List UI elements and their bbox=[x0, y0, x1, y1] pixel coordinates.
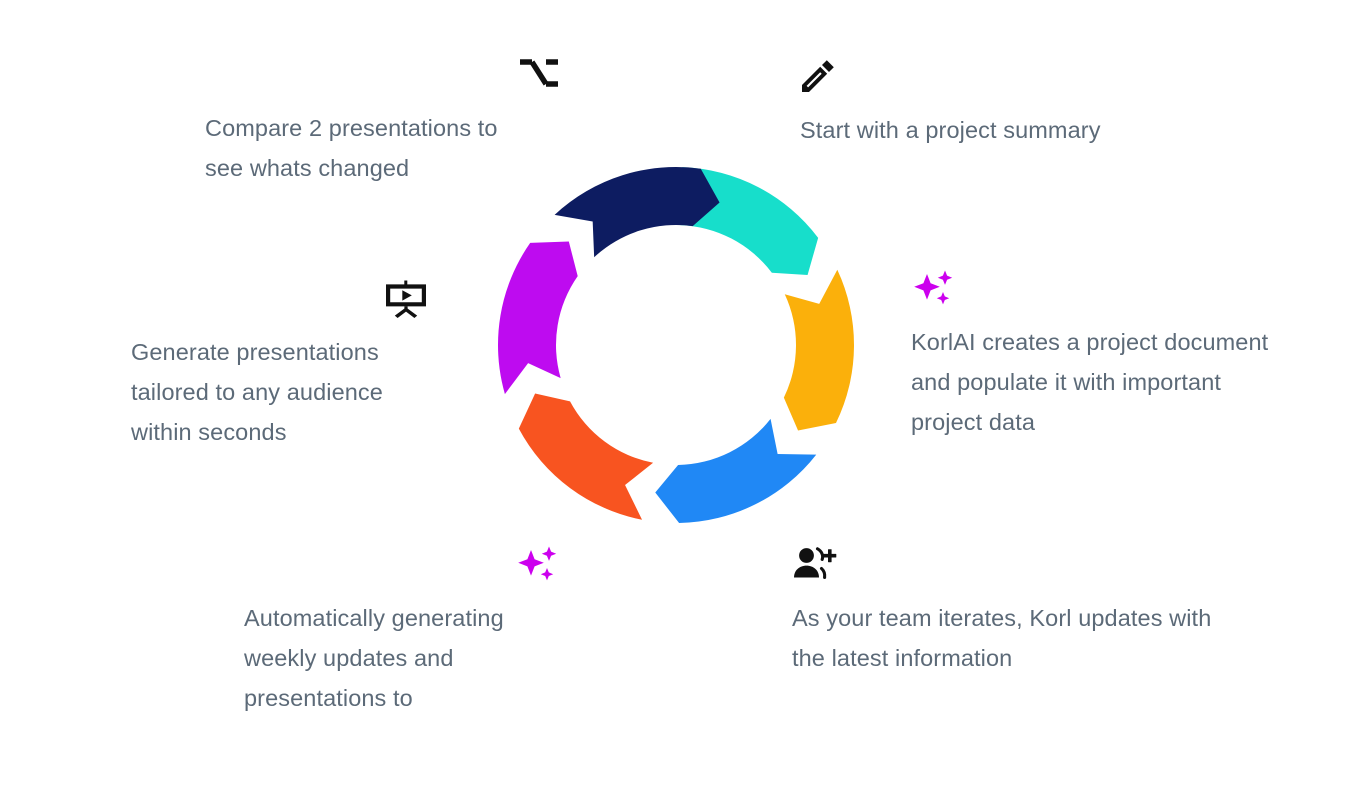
callout-compare: Compare 2 presentations to see whats cha… bbox=[205, 56, 577, 188]
sparkles-icon bbox=[515, 546, 584, 584]
cycle-segment-amber: KorlAI creates a project document and po… bbox=[783, 269, 854, 431]
cycle-segment-blue: As your team iterates, Korl updates with… bbox=[655, 418, 817, 523]
callout-weekly-updates: Automatically generating weekly updates … bbox=[244, 546, 584, 718]
presentation-icon bbox=[382, 280, 451, 318]
cycle-segment-navy: Compare 2 presentations to see whats cha… bbox=[554, 167, 720, 258]
callout-summary: Start with a project summary bbox=[800, 58, 1220, 150]
cycle-segment-magenta: Generate presentations tailored to any a… bbox=[498, 241, 578, 395]
callout-compare-text: Compare 2 presentations to see whats cha… bbox=[205, 115, 498, 181]
callout-ai-document: KorlAI creates a project document and po… bbox=[911, 270, 1351, 442]
callout-generate-presentations: Generate presentations tailored to any a… bbox=[131, 280, 451, 452]
callout-summary-text: Start with a project summary bbox=[800, 117, 1101, 143]
callout-team-iterates-text: As your team iterates, Korl updates with… bbox=[792, 605, 1212, 671]
option-key-icon bbox=[517, 56, 577, 94]
pencil-icon bbox=[800, 58, 1220, 96]
sparkles-icon bbox=[911, 270, 1351, 308]
callout-ai-document-text: KorlAI creates a project document and po… bbox=[911, 329, 1269, 435]
cycle-segment-orange: Automatically generating weekly updates … bbox=[518, 393, 654, 520]
callout-team-iterates: As your team iterates, Korl updates with… bbox=[792, 546, 1322, 678]
callout-generate-presentations-text: Generate presentations tailored to any a… bbox=[131, 339, 383, 445]
add-person-icon bbox=[792, 546, 1322, 584]
callout-weekly-updates-text: Automatically generating weekly updates … bbox=[244, 605, 504, 711]
